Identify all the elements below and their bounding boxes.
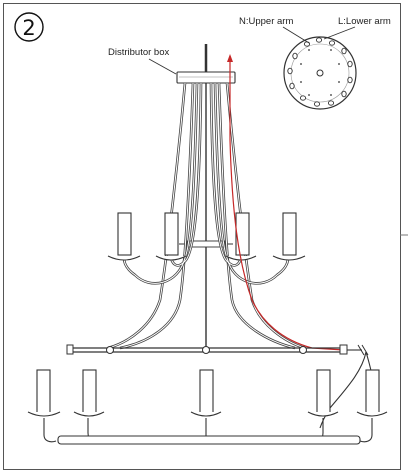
junction-box-inset <box>283 36 357 110</box>
upper-arm-leader <box>282 26 310 44</box>
upper-candle <box>107 212 141 261</box>
upper-candles <box>107 212 306 261</box>
lower-candle <box>73 369 105 417</box>
lower-arms <box>107 82 306 350</box>
distributor-box-label: Distributor box <box>108 47 169 58</box>
distributor-box <box>176 44 236 84</box>
step-badge: 2 <box>14 12 44 42</box>
lower-candle <box>27 369 61 417</box>
distributor-box-leader <box>148 58 177 75</box>
upper-candle <box>155 212 187 261</box>
upper-arm-label: N:Upper arm <box>239 16 293 27</box>
lower-arm-leader <box>323 26 356 40</box>
lower-candle <box>307 369 339 417</box>
bottom-ring <box>57 435 361 445</box>
lower-candles <box>27 369 388 417</box>
lower-candle <box>356 369 388 417</box>
wire-path <box>227 54 345 351</box>
lower-ring-bar <box>66 344 348 355</box>
step-number: 2 <box>22 16 35 40</box>
step-badge-circle <box>14 12 44 42</box>
upper-candle <box>225 212 257 261</box>
upper-candle <box>272 212 306 261</box>
lower-arm-label: L:Lower arm <box>338 16 391 27</box>
upper-arms <box>122 82 290 285</box>
lower-candle <box>190 369 222 417</box>
diagram-frame <box>3 3 401 470</box>
